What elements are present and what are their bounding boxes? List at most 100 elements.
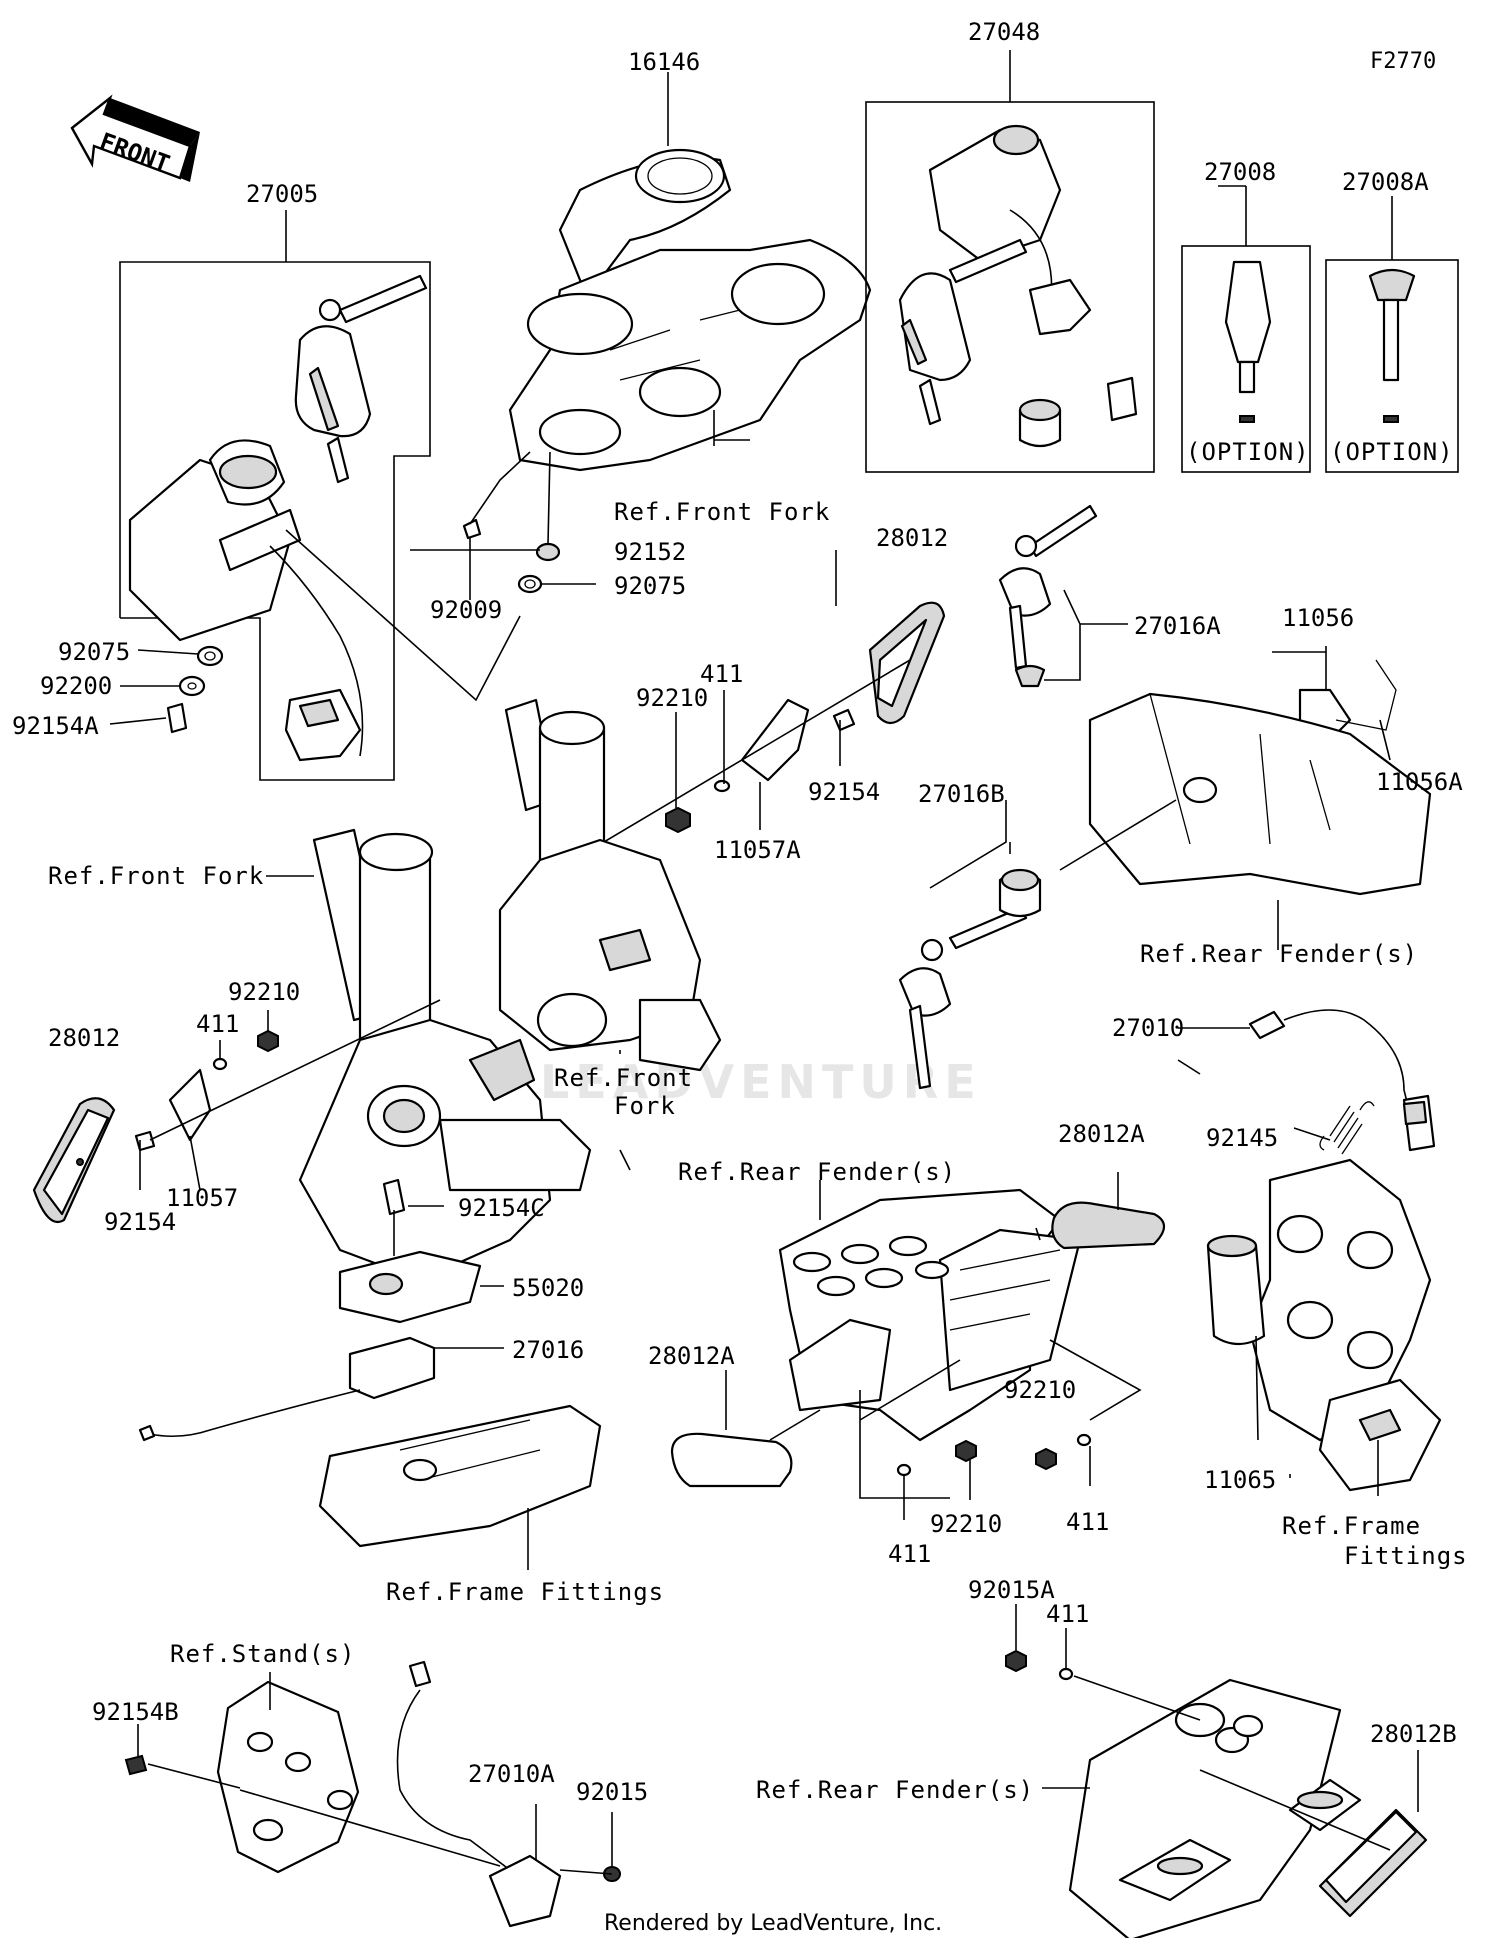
rear-fender-center — [778, 1188, 1082, 1442]
label-92154A[interactable]: 92154A — [12, 712, 99, 740]
label-11056A[interactable]: 11056A — [1376, 768, 1463, 796]
ref-front-fork-center-1[interactable]: Ref.Front — [554, 1064, 693, 1092]
reflector-28012-lower[interactable] — [32, 1097, 116, 1223]
label-92210-d[interactable]: 92210 — [930, 1510, 1002, 1538]
reflector-28012B[interactable] — [1318, 1808, 1428, 1918]
nut-92210-c[interactable] — [955, 1439, 977, 1463]
washer-411-upper[interactable] — [713, 779, 731, 793]
label-28012-lower[interactable]: 28012 — [48, 1024, 120, 1052]
nut-92210-upper[interactable] — [665, 806, 691, 834]
label-92154-lower[interactable]: 92154 — [104, 1208, 176, 1236]
label-92154C[interactable]: 92154C — [458, 1194, 545, 1222]
label-28012B[interactable]: 28012B — [1370, 1720, 1457, 1748]
bolt-92154A[interactable] — [166, 702, 188, 734]
ref-front-fork-top[interactable]: Ref.Front Fork — [614, 498, 830, 526]
front-arrow-icon: FRONT — [70, 94, 200, 182]
ref-stands[interactable]: Ref.Stand(s) — [170, 1640, 355, 1668]
washer-411-e[interactable] — [1058, 1667, 1074, 1681]
key-set-27016A[interactable] — [998, 504, 1128, 688]
ignition-switch-set-27005[interactable] — [119, 210, 431, 781]
label-92210-c[interactable]: 92210 — [1004, 1376, 1076, 1404]
label-27016[interactable]: 27016 — [512, 1336, 584, 1364]
ref-frame-fittings-right-1[interactable]: Ref.Frame — [1282, 1512, 1421, 1540]
label-92015A[interactable]: 92015A — [968, 1576, 1055, 1604]
switch-27010A[interactable] — [239, 1660, 562, 1928]
label-411-lower[interactable]: 411 — [196, 1010, 239, 1038]
label-55020[interactable]: 55020 — [512, 1274, 584, 1302]
label-92075-left[interactable]: 92075 — [58, 638, 130, 666]
label-92075-upper[interactable]: 92075 — [614, 572, 686, 600]
bolt-92154-lower[interactable] — [134, 1130, 156, 1152]
label-27010A[interactable]: 27010A — [468, 1760, 555, 1788]
sleeve-11065[interactable] — [1206, 1234, 1266, 1346]
label-92145[interactable]: 92145 — [1206, 1124, 1278, 1152]
cover-16146[interactable] — [558, 148, 732, 292]
spring-92145[interactable] — [1319, 1101, 1375, 1155]
label-27048[interactable]: 27048 — [968, 18, 1040, 46]
key-set-27016B[interactable] — [898, 799, 1177, 1090]
washer-411-d[interactable] — [1076, 1433, 1092, 1447]
label-92015[interactable]: 92015 — [576, 1778, 648, 1806]
label-92009[interactable]: 92009 — [430, 596, 502, 624]
ref-rear-fender-bottom[interactable]: Ref.Rear Fender(s) — [756, 1776, 1034, 1804]
washer-411-lower[interactable] — [212, 1057, 228, 1071]
washer-92200[interactable] — [178, 675, 206, 697]
ref-frame-fittings-right-2[interactable]: Fittings — [1344, 1542, 1468, 1570]
label-27010[interactable]: 27010 — [1112, 1014, 1184, 1042]
label-11057[interactable]: 11057 — [166, 1184, 238, 1212]
ignition-switch-set-27048[interactable] — [865, 50, 1155, 473]
switch-27016[interactable] — [138, 1336, 436, 1442]
option-label-27008A: (OPTION) — [1330, 438, 1454, 466]
reflector-28012A-upper[interactable] — [1051, 1201, 1166, 1250]
label-27016B[interactable]: 27016B — [918, 780, 1005, 808]
label-411-e[interactable]: 411 — [1046, 1600, 1089, 1628]
label-28012-upper[interactable]: 28012 — [876, 524, 948, 552]
key-blank-27008[interactable] — [1181, 186, 1311, 473]
clip-11056A[interactable] — [1335, 659, 1397, 731]
label-27005[interactable]: 27005 — [246, 180, 318, 208]
label-11056[interactable]: 11056 — [1282, 604, 1354, 632]
label-92200[interactable]: 92200 — [40, 672, 112, 700]
reflector-28012A-lower[interactable] — [670, 1432, 793, 1488]
nut-92210-lower[interactable] — [257, 1029, 279, 1053]
ref-front-fork-center-2[interactable]: Fork — [614, 1092, 676, 1120]
nut-92210-d[interactable] — [1035, 1447, 1057, 1471]
label-92152[interactable]: 92152 — [614, 538, 686, 566]
sensor-27010[interactable] — [1248, 1009, 1436, 1152]
washer-92075-left[interactable] — [196, 645, 224, 667]
label-411-c[interactable]: 411 — [888, 1540, 931, 1568]
stand-bracket — [216, 1680, 360, 1874]
label-11065[interactable]: 11065 — [1204, 1466, 1276, 1494]
label-11057A[interactable]: 11057A — [714, 836, 801, 864]
key-blank-27008A[interactable] — [1325, 196, 1459, 473]
reflector-28012-upper[interactable] — [868, 601, 946, 725]
washer-92075-upper[interactable] — [517, 574, 543, 594]
label-92210-upper[interactable]: 92210 — [636, 684, 708, 712]
label-92154B[interactable]: 92154B — [92, 1698, 179, 1726]
part-labels: 16146 27048 27008 27008A 27005 92152 920… — [12, 18, 1463, 1806]
ref-front-fork-left[interactable]: Ref.Front Fork — [48, 862, 264, 890]
label-28012A-lower[interactable]: 28012A — [648, 1342, 735, 1370]
ref-rear-fender-right[interactable]: Ref.Rear Fender(s) — [1140, 940, 1418, 968]
bracket-11057[interactable] — [168, 1068, 212, 1142]
label-411-d[interactable]: 411 — [1066, 1508, 1109, 1536]
washer-92152[interactable] — [535, 542, 561, 562]
washer-411-c[interactable] — [896, 1463, 912, 1477]
ref-frame-fittings-lower[interactable]: Ref.Frame Fittings — [386, 1578, 664, 1606]
nut-92015A[interactable] — [1005, 1649, 1027, 1673]
label-92210-lower[interactable]: 92210 — [228, 978, 300, 1006]
label-92154-upper[interactable]: 92154 — [808, 778, 880, 806]
label-27016A[interactable]: 27016A — [1134, 612, 1221, 640]
label-16146[interactable]: 16146 — [628, 48, 700, 76]
bolt-92154-upper[interactable] — [832, 708, 856, 732]
bolt-92009[interactable] — [462, 518, 482, 590]
bolt-92154B[interactable] — [124, 1754, 241, 1789]
ref-rear-fender-center[interactable]: Ref.Rear Fender(s) — [678, 1158, 956, 1186]
label-411-upper[interactable]: 411 — [700, 660, 743, 688]
label-28012A-upper[interactable]: 28012A — [1058, 1120, 1145, 1148]
screw-92154C[interactable] — [382, 1178, 406, 1256]
label-27008A[interactable]: 27008A — [1342, 168, 1429, 196]
front-fork-center — [498, 698, 722, 1072]
label-27008[interactable]: 27008 — [1204, 158, 1276, 186]
bracket-55020[interactable] — [338, 1250, 482, 1324]
